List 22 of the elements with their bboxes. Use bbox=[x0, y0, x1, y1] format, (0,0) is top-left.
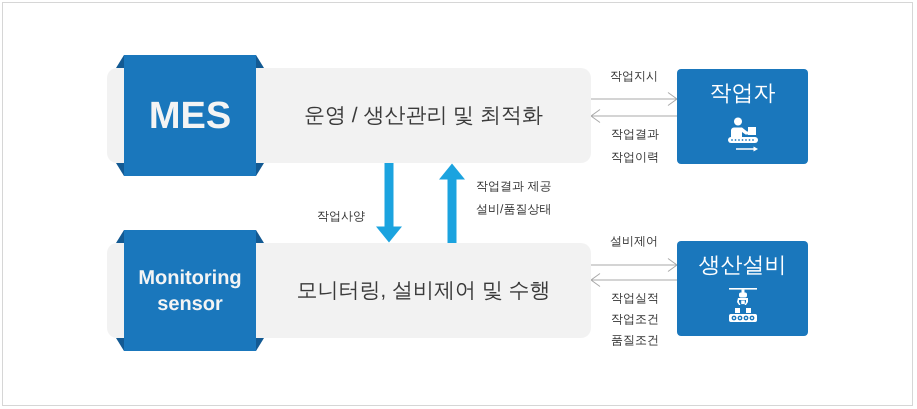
arrow bbox=[590, 273, 678, 287]
band-text: 모니터링, 설비제어 및 수행 bbox=[296, 278, 551, 304]
edge-label: 작업지시 bbox=[609, 68, 659, 84]
arrow bbox=[590, 92, 678, 106]
ribbon-tab bbox=[116, 55, 264, 176]
edge-label: 작업사양 bbox=[316, 208, 366, 224]
edge-label: 설비제어 bbox=[609, 233, 659, 249]
edge-label: 작업결과 작업이력 bbox=[610, 126, 660, 166]
edge-label: 작업실적 작업조건 품질조건 bbox=[610, 290, 660, 349]
ribbon-title: Monitoring sensor bbox=[137, 266, 243, 316]
arrow bbox=[590, 109, 678, 123]
ribbon-tab bbox=[116, 230, 264, 351]
arrow bbox=[376, 163, 402, 242]
band-text: 운영 / 생산관리 및 최적화 bbox=[304, 102, 544, 128]
box-title: 생산설비 bbox=[698, 251, 786, 279]
ribbon-title: MES bbox=[148, 94, 232, 138]
arrow bbox=[439, 164, 465, 243]
edge-label: 작업결과 제공 설비/품질상태 bbox=[476, 178, 552, 218]
box-title: 작업자 bbox=[710, 79, 776, 107]
role-box bbox=[677, 241, 808, 336]
role-box bbox=[677, 69, 808, 164]
arrow bbox=[590, 258, 678, 272]
